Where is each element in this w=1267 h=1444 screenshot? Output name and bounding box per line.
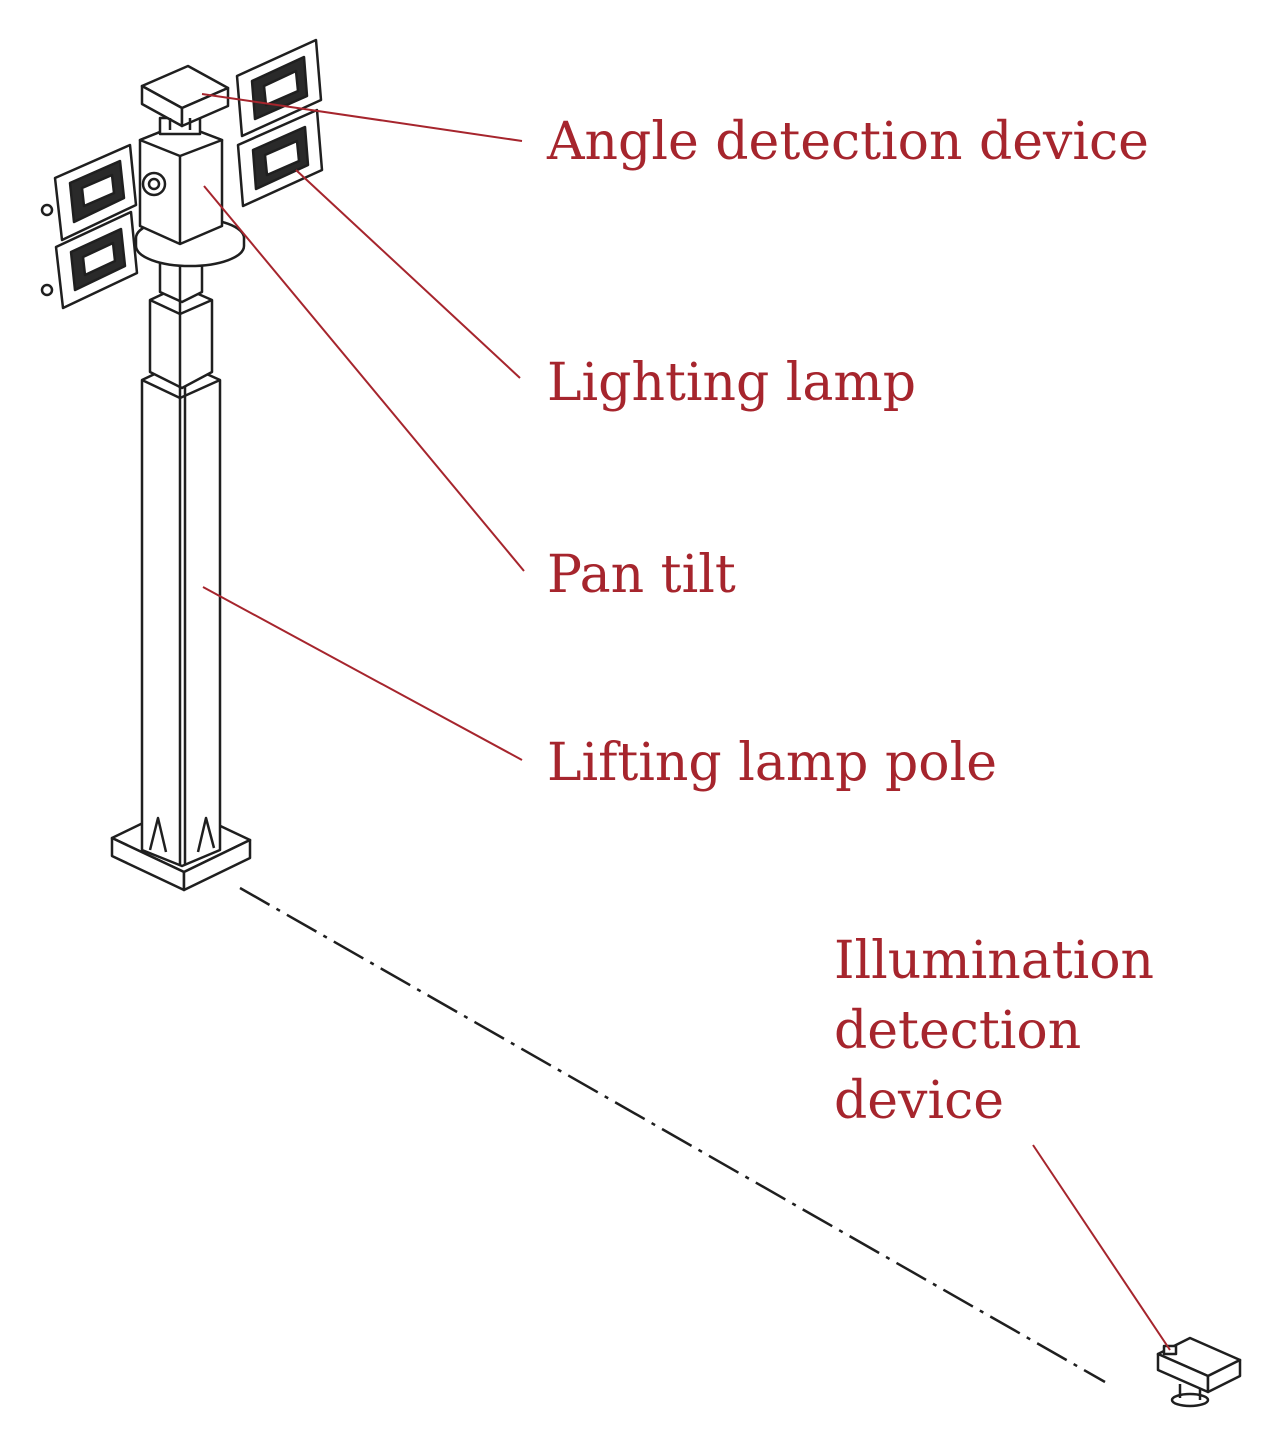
lighting-lamp-left-upper [40, 143, 138, 242]
lighting-lamp-left-lower [40, 210, 139, 310]
leader-pan-tilt [203, 185, 525, 572]
lighting-lamp-label: Lighting lamp [547, 353, 917, 413]
angle-detection-device [140, 64, 230, 130]
illumination-detection-device [1156, 1336, 1242, 1408]
leader-illumination-detection-device [1032, 1144, 1171, 1351]
lighting-lamps [40, 38, 324, 310]
sight-line [239, 886, 1106, 1384]
pan-tilt-label: Pan tilt [547, 545, 736, 605]
illumination-label-line: Illumination [834, 931, 1155, 991]
angle-detection-device-label: Angle detection device [547, 112, 1149, 172]
lighting-lamp-right-lower [236, 108, 324, 208]
leader-lighting-lamp [295, 169, 521, 379]
illumination-label-line: detection [834, 1001, 1082, 1061]
lifting-lamp-pole [110, 236, 252, 892]
illumination-detection-device-label: Illumination detection device [834, 926, 1154, 1136]
leader-lifting-lamp-pole [202, 586, 523, 761]
pan-tilt [134, 116, 246, 268]
leader-angle-detection-device [201, 93, 523, 142]
illumination-label-line: device [834, 1071, 1004, 1131]
lifting-lamp-pole-label: Lifting lamp pole [547, 733, 997, 793]
